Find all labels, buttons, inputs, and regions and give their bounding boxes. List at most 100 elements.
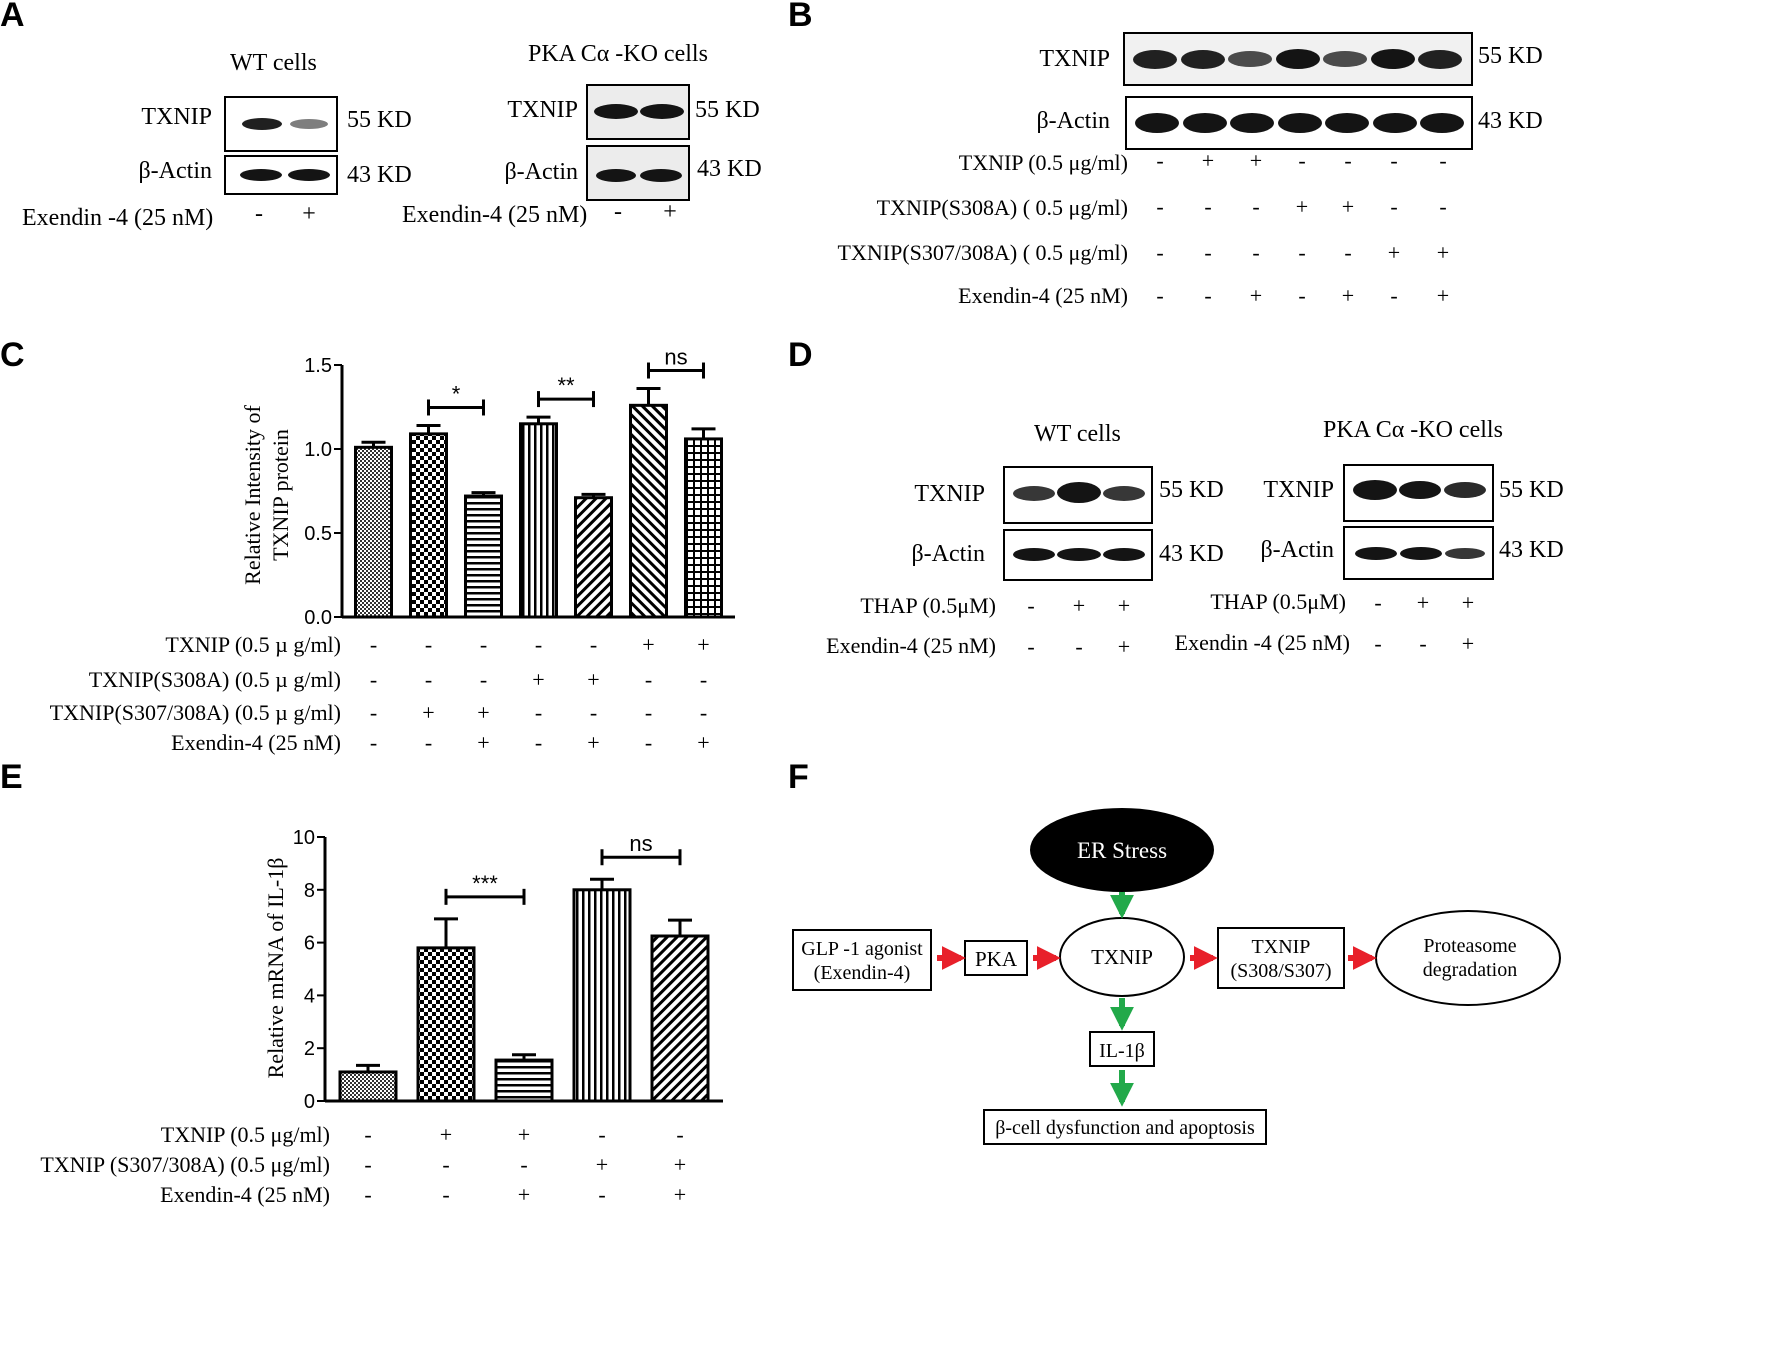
panel-label-c: C: [0, 336, 25, 374]
significance-label: *: [452, 381, 461, 406]
blot-band: [1400, 547, 1442, 560]
blot-band: [1325, 113, 1369, 133]
panel-label-e: E: [0, 758, 23, 796]
condition-mark: -: [534, 730, 543, 755]
condition-mark: -: [1298, 240, 1306, 265]
blot-band: [640, 104, 684, 119]
glp1-label: (Exendin-4): [814, 962, 911, 984]
condition-mark: -: [1156, 148, 1164, 173]
blot-a2-row-actin: β-Actin: [504, 159, 578, 185]
condition-mark: -: [1344, 240, 1352, 265]
condition-mark: +: [1249, 148, 1263, 173]
condition-mark: -: [1298, 283, 1306, 308]
condition-mark: -: [1027, 634, 1035, 659]
dysfunction-label: β-cell dysfunction and apoptosis: [995, 1117, 1255, 1139]
condition-mark: +: [587, 730, 600, 755]
blot-band: [594, 104, 638, 119]
condition-mark: -: [1439, 194, 1447, 219]
blot-band: [1420, 113, 1464, 133]
blot-band: [1228, 51, 1272, 67]
blot-a2-kd-actin: 43 KD: [697, 156, 762, 182]
condition-mark: +: [642, 632, 655, 657]
bar: [519, 422, 558, 619]
condition-mark: -: [442, 1152, 450, 1177]
condition-mark: +: [1201, 148, 1215, 173]
txnip-phospho-label: TXNIP: [1252, 936, 1311, 958]
blot-a1-mark: -: [255, 201, 263, 227]
bar: [574, 496, 613, 619]
condition-mark: -: [1204, 283, 1212, 308]
blot-a2-row-txnip: TXNIP: [507, 97, 578, 123]
condition-mark: -: [1344, 148, 1352, 173]
condition-mark: -: [364, 1152, 372, 1177]
blot-d1-kd-txnip: 55 KD: [1159, 477, 1224, 503]
condition-label: TXNIP (S307/308A) (0.5 μg/ml): [40, 1152, 330, 1177]
proteasome-label: degradation: [1423, 959, 1517, 981]
il1b-label: IL-1β: [1099, 1040, 1145, 1062]
blot-band: [1372, 113, 1417, 133]
bar: [650, 934, 710, 1103]
blot-a1-title: WT cells: [230, 50, 317, 76]
condition-mark: +: [697, 632, 710, 657]
condition-mark: +: [1249, 283, 1263, 308]
condition-label: TXNIP (0.5 μg/ml): [160, 1122, 330, 1147]
y-tick-label: 0.0: [304, 607, 332, 629]
condition-mark: -: [644, 700, 653, 725]
condition-mark: -: [1419, 631, 1427, 656]
proteasome-label: Proteasome: [1423, 935, 1516, 957]
blot-d2-actin: [1343, 526, 1494, 580]
blot-a1-txnip: [224, 96, 338, 152]
condition-mark: -: [1374, 631, 1382, 656]
blot-band: [1135, 113, 1179, 133]
blot-b-row-actin: β-Actin: [1036, 108, 1110, 134]
y-axis-label: Relative mRNA of IL-1β: [263, 858, 288, 1079]
blot-d2-row-actin: β-Actin: [1260, 537, 1334, 563]
condition-mark: +: [517, 1182, 531, 1207]
condition-mark: +: [673, 1152, 687, 1177]
blot-b-txnip: [1123, 32, 1473, 86]
blot-band: [242, 118, 282, 130]
condition-mark: -: [1298, 148, 1306, 173]
txnip-phospho-label: (S308/S307): [1230, 960, 1331, 982]
y-tick-label: 1.5: [304, 355, 332, 377]
blot-b-kd-actin: 43 KD: [1478, 108, 1543, 134]
proteasome-node: [1375, 910, 1561, 1006]
condition-mark: -: [534, 700, 543, 725]
blot-band: [290, 119, 328, 129]
condition-mark: -: [589, 632, 598, 657]
condition-mark: -: [369, 632, 378, 657]
blot-d2-row-txnip: TXNIP: [1263, 477, 1334, 503]
blot-band: [596, 169, 636, 182]
blot-band: [1277, 113, 1322, 133]
glp1-node: [792, 929, 932, 991]
blot-a2-mark: +: [663, 199, 677, 225]
condition-mark: +: [1436, 283, 1450, 308]
blot-band: [240, 169, 282, 181]
significance-label: ***: [472, 871, 498, 896]
blot-band: [1103, 486, 1145, 501]
blot-b-row-txnip: TXNIP: [1039, 46, 1110, 72]
blot-band: [1013, 486, 1055, 501]
blot-d2-title: PKA Cα -KO cells: [1323, 417, 1503, 443]
condition-mark: -: [442, 1182, 450, 1207]
er-stress-label: ER Stress: [1077, 838, 1167, 863]
condition-label: TXNIP (0.5 µ g/ml): [165, 632, 341, 657]
condition-mark: -: [699, 700, 708, 725]
condition-mark: -: [479, 632, 488, 657]
blot-d2-kd-txnip: 55 KD: [1499, 477, 1564, 503]
condition-mark: -: [534, 632, 543, 657]
condition-mark: +: [1117, 634, 1131, 659]
condition-mark: -: [1204, 194, 1212, 219]
bar: [416, 946, 476, 1103]
condition-mark: +: [477, 730, 490, 755]
blot-band: [1323, 51, 1367, 67]
condition-mark: -: [1374, 590, 1382, 615]
blot-a1-mark: +: [302, 201, 316, 227]
blot-d1-row-txnip: TXNIP: [914, 481, 985, 507]
condition-mark: +: [477, 700, 490, 725]
condition-mark: -: [424, 632, 433, 657]
condition-mark: -: [1252, 240, 1260, 265]
blot-a1-condition-label: Exendin -4 (25 nM): [22, 205, 214, 231]
